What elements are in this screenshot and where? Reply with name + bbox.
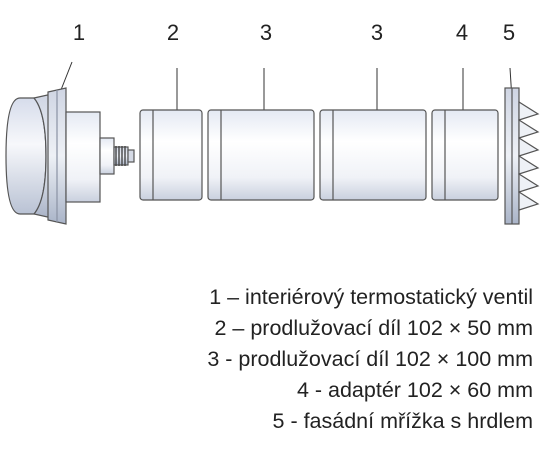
parts-drawing xyxy=(5,61,540,225)
part-4-adapter xyxy=(431,109,499,201)
part-3a-extension-100 xyxy=(207,109,315,201)
callout-4: 4 xyxy=(455,20,469,45)
part-2-extension-50 xyxy=(139,109,203,201)
parts-legend: 1 – interiérový termostatický ventil 2 –… xyxy=(207,282,533,437)
legend-item-3: 3 - prodlužovací díl 102 × 100 mm xyxy=(207,347,533,371)
callout-5: 5 xyxy=(502,20,516,45)
callout-3a: 3 xyxy=(259,20,273,45)
callout-1: 1 xyxy=(72,20,86,45)
callout-2: 2 xyxy=(166,20,180,45)
part-1-thermostatic-valve xyxy=(5,87,135,225)
legend-item-2: 2 – prodlužovací díl 102 × 50 mm xyxy=(214,316,533,340)
legend-item-4: 4 - adaptér 102 × 60 mm xyxy=(296,378,533,402)
exploded-assembly-diagram: 1 2 3 3 4 5 xyxy=(5,20,540,225)
part-3b-extension-100 xyxy=(319,109,427,201)
callout-3b: 3 xyxy=(370,20,384,45)
legend-item-1: 1 – interiérový termostatický ventil xyxy=(209,285,533,309)
part-5-facade-grille xyxy=(504,87,540,225)
legend-item-5: 5 - fasádní mřížka s hrdlem xyxy=(272,409,533,433)
